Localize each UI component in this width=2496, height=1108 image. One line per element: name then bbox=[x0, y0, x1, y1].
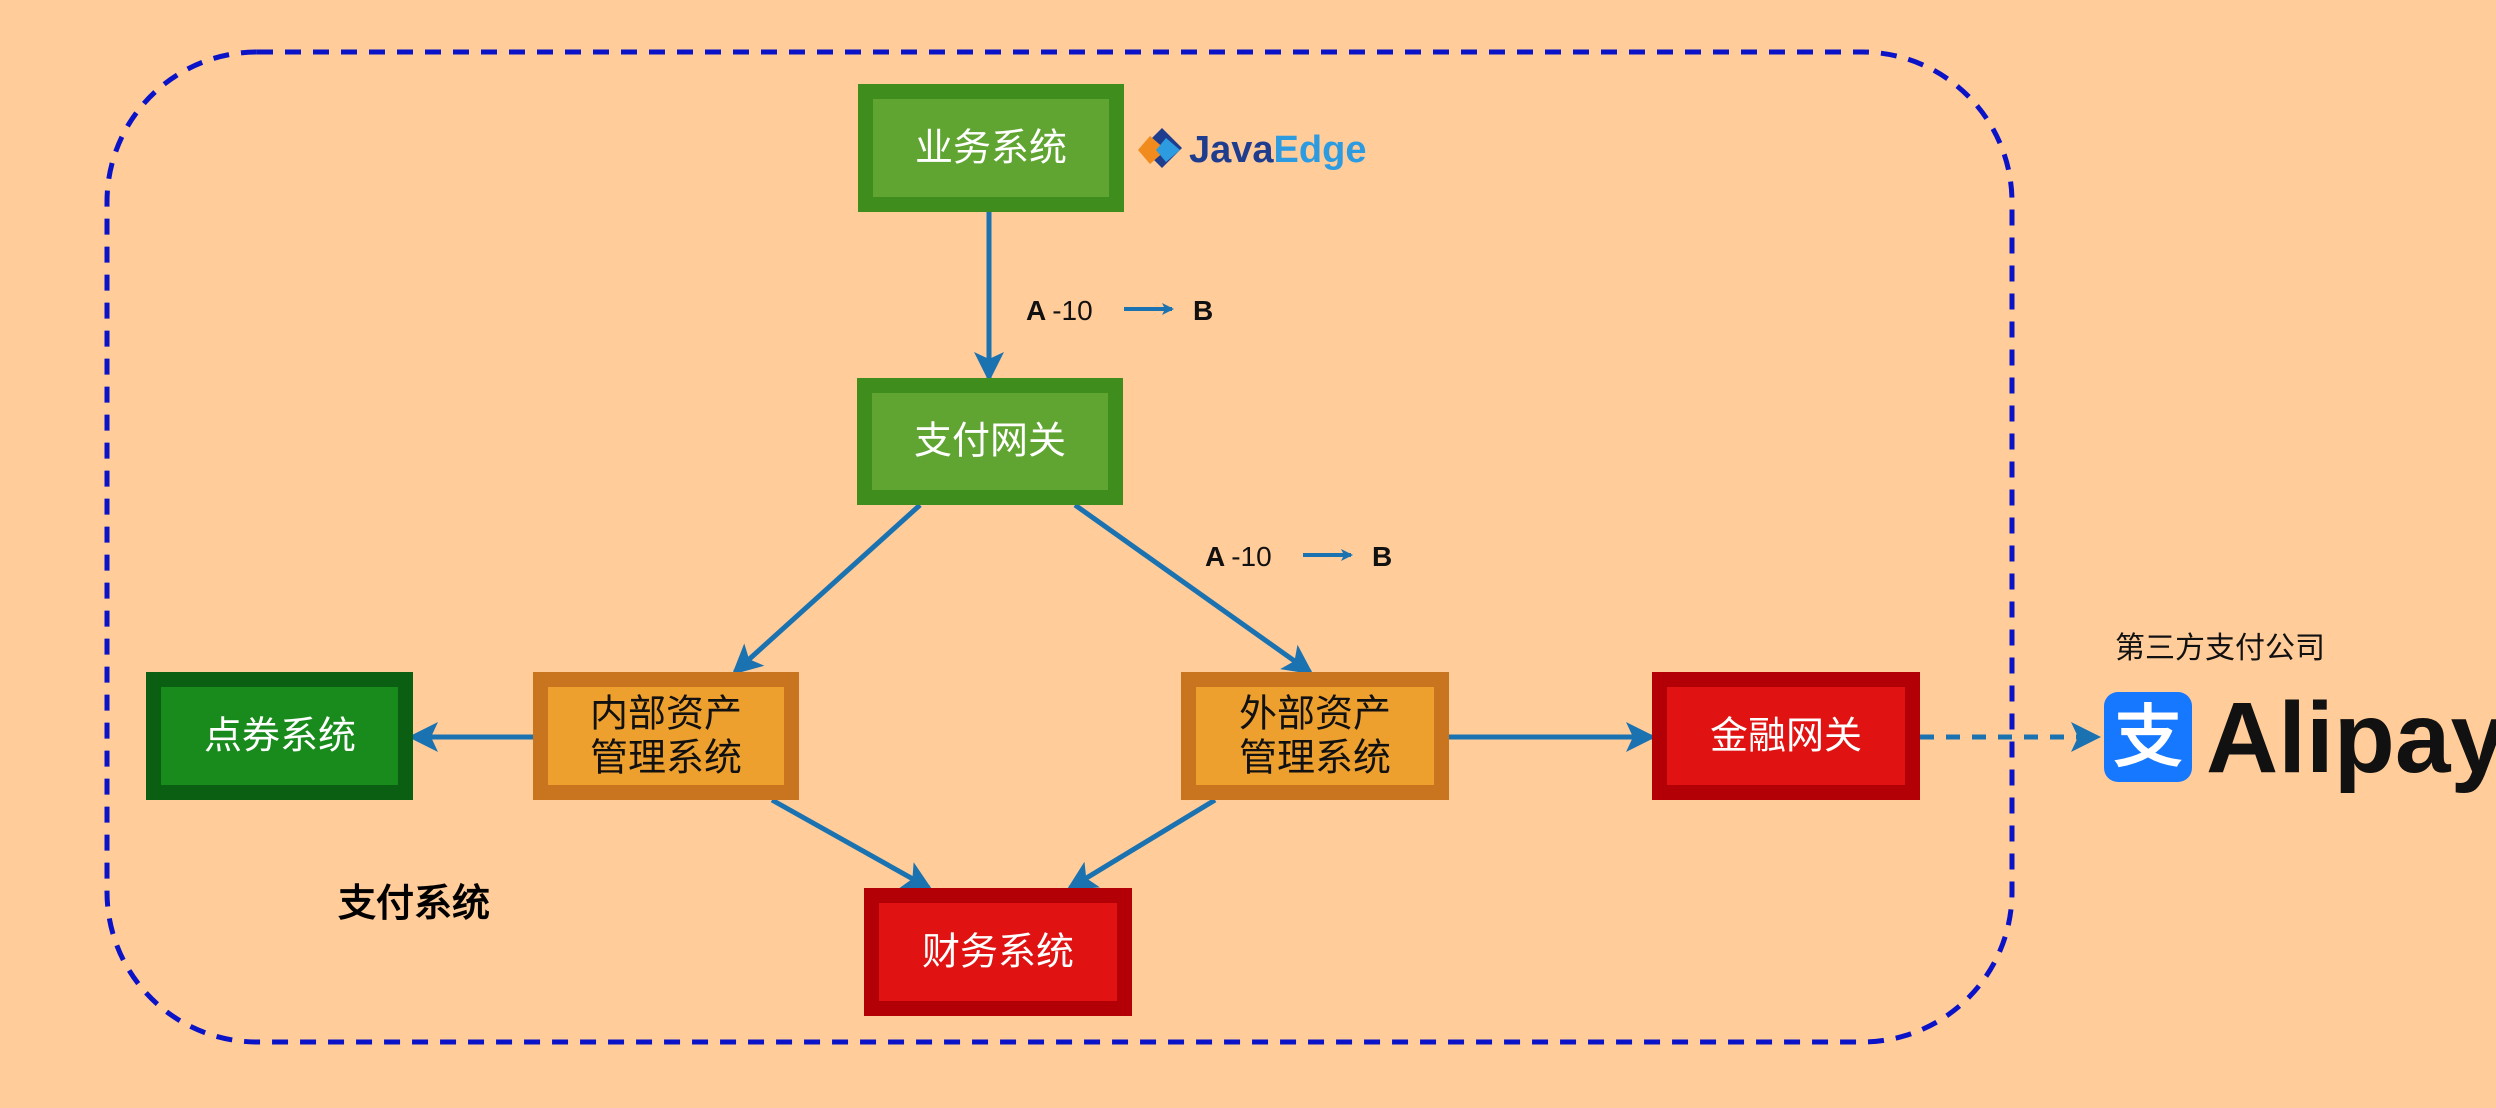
node-external-asset-label-line1: 外部资产 bbox=[1239, 692, 1391, 736]
node-external-asset-system[interactable]: 外部资产 管理系统 bbox=[1181, 672, 1449, 800]
svg-text:A-10: A-10 bbox=[1026, 295, 1093, 326]
node-accounting-system[interactable]: 财务系统 bbox=[864, 888, 1132, 1016]
node-finance-gateway[interactable]: 金融网关 bbox=[1652, 672, 1920, 800]
node-business-system[interactable]: 业务系统 bbox=[858, 84, 1124, 212]
edge-label-1-from: A bbox=[1026, 295, 1046, 326]
javaedge-word-edge: Edge bbox=[1274, 129, 1367, 171]
node-internal-asset-label-line2: 管理系统 bbox=[590, 736, 742, 780]
javaedge-watermark: JavaEdge bbox=[1138, 128, 1366, 171]
node-internal-asset-system[interactable]: 内部资产 管理系统 bbox=[533, 672, 799, 800]
alipay-icon-glyph: 支 bbox=[2114, 699, 2182, 778]
edge-label-business-to-gateway: A-10 B bbox=[1026, 295, 1213, 326]
third-party-payment-label: 第三方支付公司 bbox=[2115, 631, 2325, 666]
edges bbox=[408, 212, 2101, 891]
node-payment-gateway-label: 支付网关 bbox=[914, 419, 1066, 463]
edge-gateway-to-external-asset bbox=[1073, 502, 1314, 675]
node-accounting-system-label: 财务系统 bbox=[922, 930, 1074, 974]
svg-text:JavaEdge: JavaEdge bbox=[1189, 129, 1366, 171]
edge-gateway-to-internal-asset bbox=[732, 503, 922, 675]
node-payment-gateway[interactable]: 支付网关 bbox=[857, 378, 1123, 505]
payment-system-boundary bbox=[104, 49, 2015, 1045]
edge-label-1-amount: -10 bbox=[1052, 295, 1092, 326]
alipay-brand-text: Alipay bbox=[2206, 682, 2496, 794]
edge-internal-asset-to-accounting bbox=[770, 797, 933, 891]
node-external-asset-label-line2: 管理系统 bbox=[1239, 736, 1391, 780]
javaedge-word-java: Java bbox=[1189, 129, 1274, 171]
node-finance-gateway-label: 金融网关 bbox=[1710, 714, 1862, 758]
svg-text:A-10: A-10 bbox=[1205, 541, 1272, 572]
edge-label-1-to: B bbox=[1193, 295, 1213, 326]
edge-label-2-from: A bbox=[1205, 541, 1225, 572]
node-points-system[interactable]: 点券系统 bbox=[146, 672, 413, 800]
node-internal-asset-label-line1: 内部资产 bbox=[590, 692, 742, 736]
edge-label-2-amount: -10 bbox=[1231, 541, 1271, 572]
alipay-icon: 支 bbox=[2104, 692, 2192, 782]
alipay-logo: 支 Alipay bbox=[2104, 682, 2496, 794]
node-business-system-label: 业务系统 bbox=[915, 126, 1067, 170]
node-points-system-label: 点券系统 bbox=[204, 714, 356, 758]
edge-label-2-to: B bbox=[1372, 541, 1392, 572]
edge-label-gateway-to-external: A-10 B bbox=[1205, 541, 1392, 572]
payment-system-region-label: 支付系统 bbox=[338, 881, 490, 925]
edge-external-asset-to-accounting bbox=[1066, 797, 1217, 891]
javaedge-logo-icon bbox=[1138, 128, 1182, 168]
